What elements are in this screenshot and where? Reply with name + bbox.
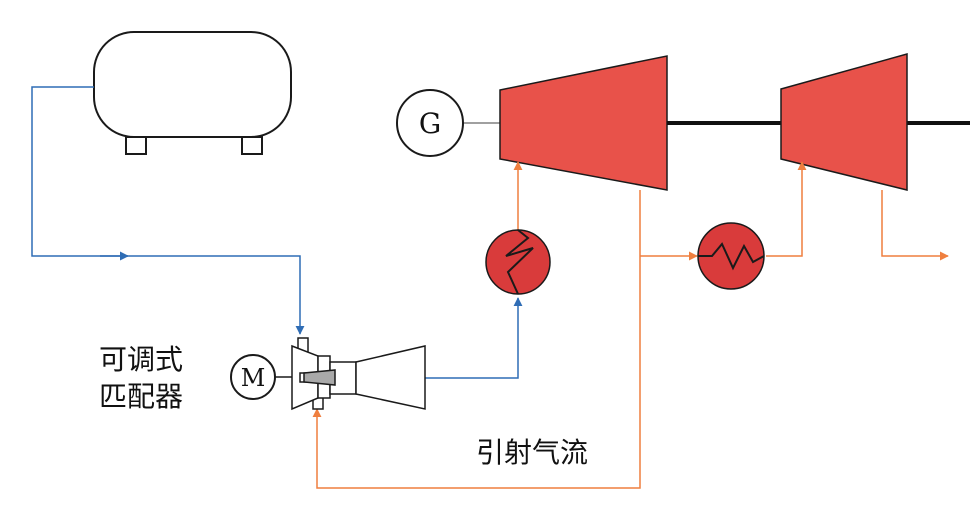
ejector-flow-label: 引射气流 bbox=[476, 436, 588, 469]
storage-tank-icon bbox=[93, 31, 292, 155]
ejector-to-heater-line bbox=[425, 297, 523, 379]
turbine-low-pressure-icon bbox=[780, 53, 908, 191]
motor-letter: M bbox=[241, 364, 266, 392]
generator-letter: G bbox=[419, 107, 441, 140]
turbine-high-pressure-icon bbox=[499, 55, 668, 191]
ejector-icon bbox=[291, 337, 426, 411]
tank-to-ejector-line bbox=[31, 86, 305, 335]
motor-icon: M bbox=[230, 354, 300, 400]
matcher-label-line1: 可调式 bbox=[99, 343, 183, 376]
heat-exchanger-icon bbox=[697, 222, 765, 290]
generator-icon: G bbox=[396, 89, 500, 157]
heat-exchanger-icon bbox=[485, 229, 551, 295]
matcher-label-line2: 匹配器 bbox=[99, 380, 183, 413]
extraction-flow-lines bbox=[312, 161, 949, 489]
